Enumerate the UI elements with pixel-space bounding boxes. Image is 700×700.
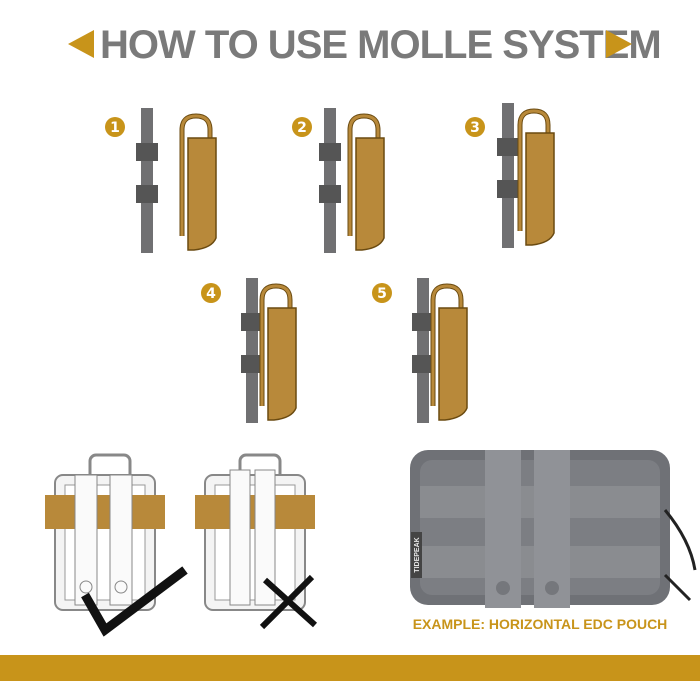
step-number-badge [105,117,125,137]
check-icon [81,566,188,637]
step-number: 1 [110,120,120,136]
step-number: 3 [470,120,480,136]
step-number-badge [372,283,392,303]
webbing-loop [497,180,519,198]
webbing-loop [412,355,434,373]
webbing-loop [241,355,263,373]
example-caption: EXAMPLE: HORIZONTAL EDC POUCH [412,616,668,632]
webbing-loop [319,185,341,203]
pouch-strap [260,284,292,408]
incorrect-attachment-example [195,453,318,630]
pouch-strap [180,114,212,238]
webbing-loop [319,143,341,161]
footer-bar [0,655,700,681]
page-title: HOW TO USE MOLLE SYSTEM [100,23,662,67]
pouch-body [355,137,385,251]
brand-label-text: TIDEPEAK [414,537,421,572]
webbing-loop [497,138,519,156]
webbing-strap [45,495,165,529]
molle-strap [254,469,276,606]
pouch-body [438,307,468,421]
cross-icon [259,574,318,630]
molle-strap [229,469,251,606]
pouch-body [525,132,555,246]
webbing-loop [136,185,158,203]
step-2: 2 [292,108,385,253]
zipper-pull-cord [663,509,697,602]
step-number: 4 [206,286,216,302]
left-arrow-icon [68,30,94,58]
molle-rail [502,103,514,248]
molle-strap [109,474,133,606]
step-number-badge [201,283,221,303]
step-number-badge [465,117,485,137]
molle-rail [141,108,153,253]
pouch-body [267,307,297,421]
step-1: 1 [105,108,217,253]
molle-rail [324,108,336,253]
pouch-strap [348,114,380,238]
snap-button [114,580,128,594]
pouch-strap [518,109,550,233]
correct-attachment-example [45,453,188,637]
pouch-body [187,137,217,251]
webbing-loop [136,143,158,161]
horizontal-edc-pouch-photo: TIDEPEAK [410,450,697,608]
step-number-badge [292,117,312,137]
molle-strap [74,474,98,606]
step-number: 2 [297,120,307,136]
step-number: 5 [377,286,387,302]
pouch-strap [431,284,463,408]
snap-button [496,581,510,595]
snap-button [545,581,559,595]
brand-label [411,532,422,578]
molle-rail [417,278,429,423]
snap-button [79,580,93,594]
webbing-loop [412,313,434,331]
step-3: 3 [465,103,555,248]
right-arrow-icon [606,30,632,58]
step-4: 4 [201,278,297,423]
webbing-loop [241,313,263,331]
molle-rail [246,278,258,423]
step-5: 5 [372,278,468,423]
